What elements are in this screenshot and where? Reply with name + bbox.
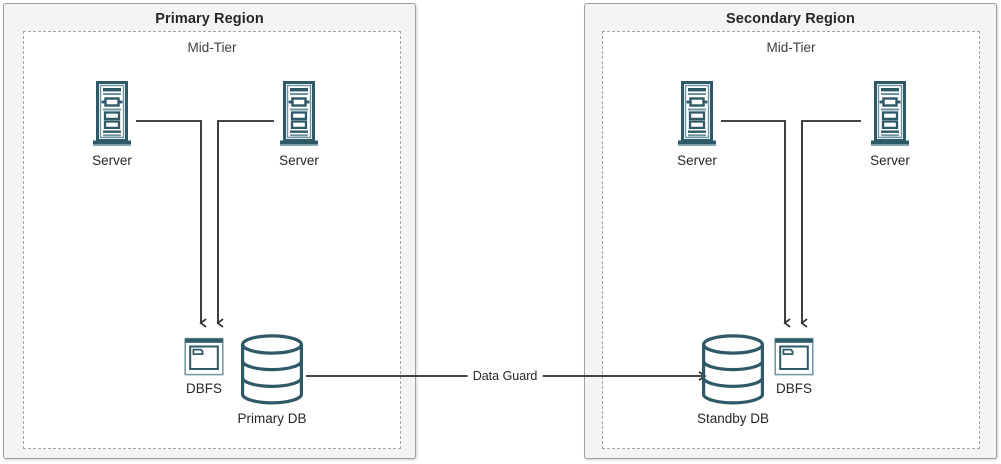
node-secondary-db-label: Standby DB [696,411,770,426]
server-icon [678,81,716,146]
server-icon [280,81,318,146]
tier-primary-title: Mid-Tier [187,40,237,55]
node-secondary-server-1[interactable]: Server [671,80,723,170]
node-primary-server-2[interactable]: Server [273,80,325,170]
region-secondary-title: Secondary Region [726,11,855,27]
region-primary-title: Primary Region [155,11,264,27]
dbfs-icon [774,337,814,376]
node-secondary-server-1-label: Server [677,153,717,168]
tier-secondary-title: Mid-Tier [766,40,816,55]
node-secondary-dbfs[interactable]: DBFS [772,336,816,398]
region-primary: Primary Region Mid-Tier [3,3,416,459]
node-secondary-server-2[interactable]: Server [864,80,916,170]
node-primary-server-1[interactable]: Server [86,80,138,170]
node-secondary-server-2-label: Server [870,153,910,168]
node-primary-dbfs-label: DBFS [185,381,223,396]
tier-secondary-mid-tier: Mid-Tier [602,31,980,449]
tier-primary-mid-tier: Mid-Tier [23,31,401,449]
node-primary-db-label: Primary DB [237,411,307,426]
node-primary-db[interactable]: Primary DB [237,333,307,426]
node-secondary-db[interactable]: Standby DB [696,333,770,426]
region-secondary: Secondary Region Mid-Tier [584,3,997,459]
server-icon [93,81,131,146]
node-primary-server-1-label: Server [92,153,132,168]
edge-label-data-guard: Data Guard [467,369,543,383]
dbfs-icon [184,337,224,376]
node-secondary-dbfs-label: DBFS [775,381,813,396]
database-icon [702,334,764,405]
database-icon [241,334,303,405]
server-icon [871,81,909,146]
node-primary-server-2-label: Server [279,153,319,168]
node-primary-dbfs[interactable]: DBFS [182,336,226,398]
